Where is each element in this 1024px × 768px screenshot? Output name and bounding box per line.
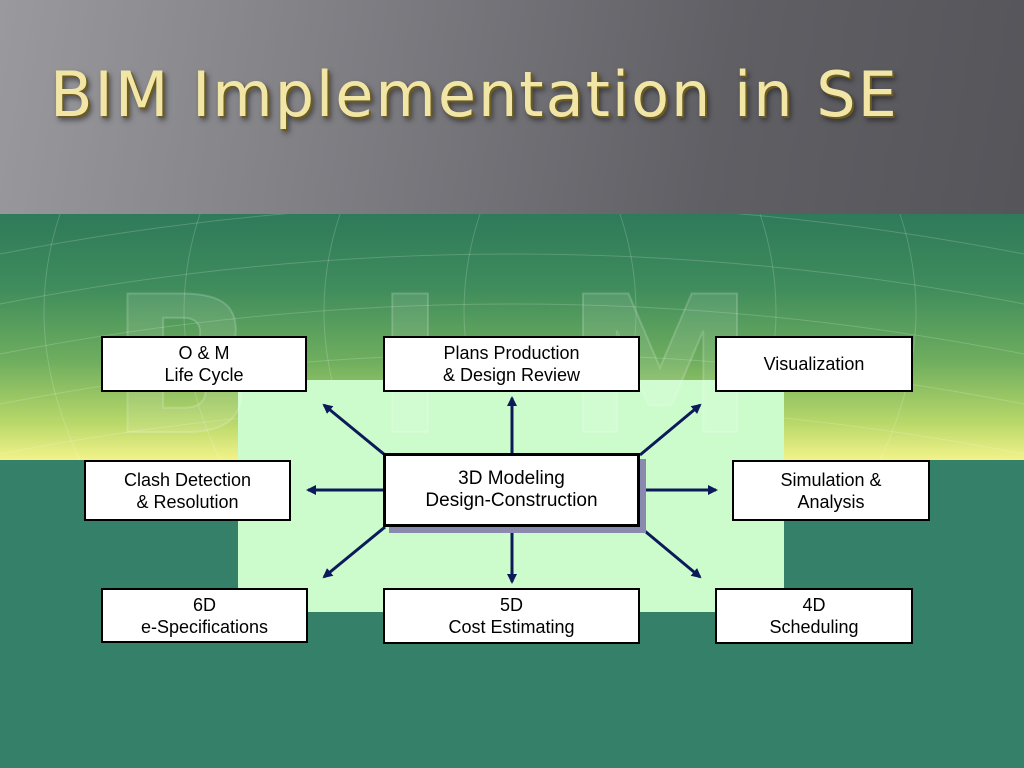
node-4d-scheduling: 4D Scheduling <box>715 588 913 644</box>
node-spec6d-line1: 6D <box>192 594 216 615</box>
arrow-to-visualization <box>639 403 702 457</box>
node-spec6d-line2: e-Specifications <box>140 616 269 637</box>
node-om-life-cycle: O & M Life Cycle <box>101 336 307 392</box>
node-center-line2: Design-Construction <box>425 490 598 511</box>
node-clash-line1: Clash Detection <box>123 469 252 490</box>
node-visualization-line1: Visualization <box>763 354 865 374</box>
node-cost5d-line2: Cost Estimating <box>448 617 575 637</box>
node-6d-e-specifications: 6D e-Specifications <box>101 588 308 643</box>
arrow-to-spec6d <box>322 525 386 579</box>
node-5d-cost-estimating: 5D Cost Estimating <box>383 588 640 644</box>
node-visualization: Visualization <box>715 336 913 392</box>
node-om-line2: Life Cycle <box>164 365 244 385</box>
node-om-line1: O & M <box>178 343 230 363</box>
node-sched4d-line2: Scheduling <box>769 617 859 637</box>
node-simulation-line2: Analysis <box>797 491 865 512</box>
node-clash-detection: Clash Detection & Resolution <box>84 460 291 521</box>
node-plans-line1: Plans Production <box>443 343 580 363</box>
node-simulation-analysis: Simulation & Analysis <box>732 460 930 521</box>
arrow-to-sched4d <box>639 525 702 579</box>
node-3d-modeling-center: 3D Modeling Design-Construction <box>383 453 640 527</box>
title-bar: BIM Implementation in SE <box>0 0 1024 214</box>
node-center-line1: 3D Modeling <box>458 468 565 489</box>
arrow-to-om <box>322 403 386 457</box>
node-simulation-line1: Simulation & <box>780 469 882 490</box>
node-plans-line2: & Design Review <box>442 365 581 385</box>
slide-title: BIM Implementation in SE <box>50 58 899 131</box>
node-plans-production: Plans Production & Design Review <box>383 336 640 392</box>
node-sched4d-line1: 4D <box>802 595 826 615</box>
node-cost5d-line1: 5D <box>499 595 523 615</box>
node-clash-line2: & Resolution <box>136 491 239 512</box>
